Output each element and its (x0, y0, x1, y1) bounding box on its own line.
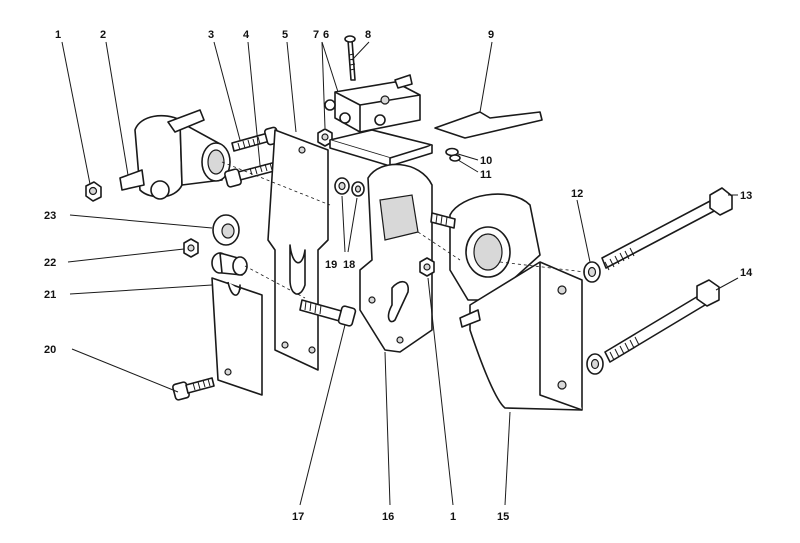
bracket-bolt (430, 212, 456, 229)
part-3-bolt (231, 126, 280, 152)
callout-19: 19 (325, 259, 337, 271)
callout-4: 4 (243, 29, 250, 41)
callout-17: 17 (292, 511, 304, 523)
part-2-pivot-bracket (119, 109, 231, 200)
callout-3: 3 (208, 29, 214, 41)
part-9-flat-plate (434, 111, 543, 139)
callout-20: 20 (44, 344, 56, 356)
part-6-nut (317, 128, 333, 147)
callout-6: 6 (323, 29, 329, 41)
callout-16: 16 (382, 511, 394, 523)
callout-5: 5 (282, 29, 288, 41)
leader-lines (61, 41, 739, 506)
part-1-nut-middle (419, 257, 435, 277)
part-5-slotted-plate (267, 129, 329, 371)
callout-13: 13 (740, 190, 752, 202)
part-20-bolt (172, 377, 215, 401)
alignment-lines (221, 161, 586, 299)
switch-mounting-plate (329, 129, 433, 167)
part-22-nut (183, 238, 199, 258)
part-4-bolt (224, 161, 279, 188)
part-18-nut (351, 181, 365, 197)
callout-2: 2 (100, 29, 106, 41)
part-16-bracket (359, 163, 433, 353)
part-13-long-bolt (601, 187, 733, 271)
callout-15: 15 (497, 511, 509, 523)
callout-14: 14 (740, 267, 753, 279)
callout-8: 8 (365, 29, 371, 41)
part-10-11-screw-washer (445, 147, 461, 162)
part-7-switch-block (324, 74, 421, 133)
part-21-slotted-plate (211, 252, 263, 396)
part-1-nut-left (85, 181, 102, 202)
callout-11: 11 (480, 169, 492, 181)
callout-9: 9 (488, 29, 494, 41)
part-12-washer (583, 261, 601, 283)
callout-18: 18 (343, 259, 355, 271)
part-17-bolt (299, 299, 357, 327)
callout-12: 12 (571, 188, 583, 200)
callout-1-bottom: 1 (450, 511, 456, 523)
part-23-roller (212, 214, 240, 246)
callout-23: 23 (44, 210, 56, 222)
part-14-long-bolt (586, 279, 720, 375)
callout-1-top-left: 1 (55, 29, 61, 41)
callout-21: 21 (44, 289, 56, 301)
part-19-washer (334, 177, 350, 195)
callout-10: 10 (480, 155, 492, 167)
callout-labels: 1 2 3 4 5 6 7 8 9 10 11 12 13 14 15 16 1… (44, 29, 753, 523)
part-8-screw (344, 35, 356, 81)
callout-22: 22 (44, 257, 56, 269)
callout-7: 7 (313, 29, 319, 41)
part-15-support-bracket (449, 193, 583, 411)
